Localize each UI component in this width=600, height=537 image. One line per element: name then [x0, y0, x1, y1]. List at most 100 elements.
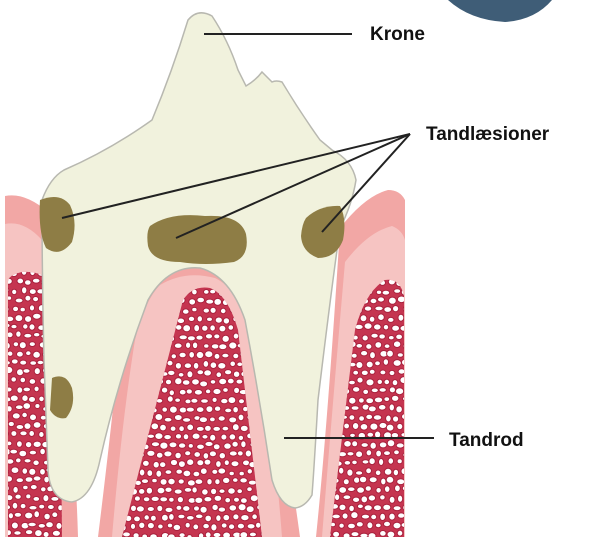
bone-cell [194, 325, 200, 332]
bone-cell [202, 325, 208, 331]
bone-cell [351, 353, 357, 358]
bone-cell [23, 369, 30, 374]
bone-cell [229, 524, 235, 530]
bone-cell [147, 522, 154, 528]
bone-cell [44, 513, 50, 520]
bone-cell [366, 344, 372, 350]
bone-cell [364, 306, 371, 311]
bone-cell [370, 352, 376, 359]
bone-cell [33, 441, 41, 447]
bone-cell [40, 448, 46, 455]
bone-cell [43, 495, 49, 502]
bone-cell [379, 459, 384, 466]
bone-cell [229, 471, 234, 475]
bone-cell [214, 495, 222, 501]
bone-cell [205, 389, 210, 394]
bone-cell [360, 424, 368, 431]
bone-cell [204, 290, 210, 295]
bone-cell [189, 299, 196, 305]
bone-cell [343, 495, 351, 500]
bone-cell [48, 505, 55, 510]
bone-cell [134, 516, 141, 522]
bone-cell [370, 442, 376, 449]
bone-cell [35, 530, 43, 537]
bone-cell [155, 433, 163, 440]
bone-cell [200, 506, 207, 513]
bone-cell [184, 488, 192, 493]
bone-cell [212, 397, 217, 402]
bone-cell [34, 368, 40, 375]
bone-cell [205, 425, 212, 431]
bone-cell [29, 305, 34, 311]
bone-cell [10, 395, 18, 401]
bone-cell [189, 352, 195, 359]
bone-cell [14, 512, 21, 517]
bone-cell [216, 515, 221, 522]
bone-cell [164, 417, 172, 422]
bone-cell [228, 488, 236, 494]
bone-cell [218, 363, 226, 370]
bone-cell [211, 344, 219, 349]
bone-cell [396, 334, 403, 339]
bone-cell [15, 298, 23, 303]
bone-cell [384, 486, 390, 493]
bone-cell [402, 359, 409, 366]
bone-cell [227, 378, 234, 384]
bone-cell [213, 388, 221, 394]
bone-cell [25, 477, 33, 483]
bone-cell [400, 377, 408, 384]
bone-cell [351, 406, 359, 411]
bone-cell [393, 469, 398, 475]
bone-cell [194, 506, 200, 511]
bone-cell [359, 398, 365, 403]
bone-cell [369, 477, 377, 483]
bone-cell [382, 290, 390, 295]
bone-cell [351, 512, 358, 519]
bone-cell [366, 414, 373, 419]
bone-cell [352, 423, 358, 430]
bone-cell [24, 459, 31, 463]
bone-cell [16, 331, 21, 337]
bone-cell [364, 505, 372, 511]
bone-cell [343, 479, 349, 485]
bone-cell [133, 533, 139, 537]
bone-cell [26, 351, 31, 356]
bone-cell [239, 399, 245, 404]
bone-cell [197, 297, 205, 303]
bone-cell [384, 379, 390, 384]
bone-cell [205, 441, 213, 446]
bone-cell [229, 417, 237, 423]
bone-cell [39, 432, 44, 438]
bone-cell [339, 504, 346, 510]
lesion-middle [147, 215, 246, 264]
bone-cell [10, 449, 18, 454]
bone-cell [167, 396, 173, 402]
bone-cell [176, 325, 182, 331]
bone-cell [179, 389, 186, 395]
bone-cell [167, 523, 172, 528]
bone-cell [147, 434, 154, 438]
bone-cell [170, 459, 177, 465]
bone-cell [23, 387, 31, 392]
bone-cell [196, 426, 204, 431]
bone-cell [179, 352, 186, 358]
lesions-label: Tandlæsioner [426, 124, 550, 145]
bone-cell [29, 379, 36, 385]
bone-cell [33, 460, 39, 466]
crown-label: Krone [370, 24, 425, 45]
bone-cell [193, 471, 200, 477]
bone-cell [375, 306, 383, 311]
bone-cell [361, 351, 368, 356]
bone-cell [168, 370, 175, 375]
bone-cell [175, 363, 181, 370]
bone-cell [234, 387, 240, 393]
bone-cell [187, 459, 194, 466]
bone-cell [375, 523, 381, 528]
bone-cell [232, 424, 239, 431]
bone-cell [23, 324, 28, 329]
bone-cell [389, 404, 394, 411]
bone-cell [366, 379, 374, 386]
bone-cell [30, 361, 37, 366]
bone-cell [339, 523, 344, 528]
